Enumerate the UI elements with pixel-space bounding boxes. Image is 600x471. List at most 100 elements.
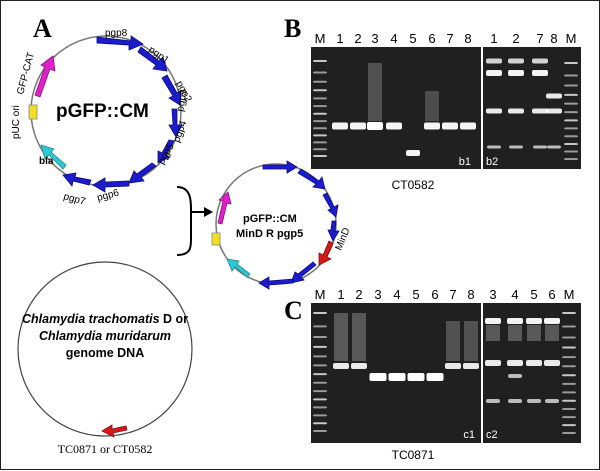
- gene-arrow-pgp4: [157, 139, 175, 164]
- gel-b-caption: CT0582: [392, 178, 435, 192]
- gel-c2-ladder-band: [562, 336, 576, 339]
- genome-text-line2: Chlamydia muridarum: [39, 329, 171, 343]
- recombinant-gene-arrow-1: [262, 160, 298, 174]
- gel-b1-smear: [368, 63, 382, 121]
- gel_c-2-lane-label: M: [564, 287, 575, 302]
- gel-c1-smear: [446, 321, 460, 361]
- gel-b2-band: [532, 70, 548, 76]
- gel_c-2-lane-label: 3: [489, 287, 496, 302]
- gel-c2-band: [526, 318, 542, 324]
- gel-c1-ladder-band: [313, 336, 327, 339]
- gel-b2-ladder-band: [564, 142, 578, 145]
- gel_c-1-lane-label: 7: [449, 287, 456, 302]
- gel-b1-ladder-band: [313, 120, 327, 123]
- recombinant-gene-arrow-6: [258, 276, 294, 290]
- genome-text-line1: Chlamydia trachomatis D or: [22, 312, 188, 326]
- gene-arrow-pgp8: [96, 35, 144, 51]
- gel-b2-ladder-band: [564, 135, 578, 138]
- gel-c1-ladder-band: [313, 422, 327, 425]
- gel-b1-ladder-band: [313, 127, 327, 130]
- panel-label-b: B: [284, 14, 301, 43]
- gel-c2-band: [508, 374, 522, 378]
- gel-b1-ladder-band: [313, 155, 327, 157]
- gel-c2-ladder-band: [562, 365, 576, 368]
- genome-target-arrow: [101, 424, 128, 438]
- label-puc-ori: pUC ori: [11, 105, 22, 139]
- gel-c2-ladder-band: [562, 382, 576, 385]
- gel-c2-band: [527, 399, 541, 403]
- gel_c-2-lane-label: 5: [530, 287, 537, 302]
- gel_c-1-lane-label: 5: [412, 287, 419, 302]
- gel-c2-ladder-band: [562, 374, 576, 377]
- puc-ori-box: [28, 104, 38, 120]
- gel-c2-band: [485, 318, 501, 324]
- gel-c1-ladder-band: [313, 390, 327, 393]
- gel-c2-ladder-band: [562, 432, 576, 434]
- gel-b2-band: [486, 70, 502, 76]
- gel-b1-ladder-band: [313, 97, 327, 100]
- gel-b2-band: [486, 58, 502, 64]
- gel-c2-ladder-band: [562, 399, 576, 402]
- merge-bracket: [176, 186, 211, 256]
- gene-arrow-pgp1: [137, 46, 168, 72]
- genome-text-line3: genome DNA: [66, 346, 144, 360]
- gel-c2-ladder-band: [562, 408, 576, 411]
- gel-c1-band: [463, 363, 479, 369]
- gel-b2-band: [547, 145, 561, 149]
- gel-c1-smear: [464, 321, 478, 361]
- gel-c2-band: [485, 360, 501, 366]
- gel-c2-band: [544, 318, 560, 324]
- gel-c1-ladder-band: [313, 355, 327, 358]
- gel_b-1-lane-label: 5: [409, 31, 416, 46]
- recombinant-subtitle: MinD R pgp5: [236, 228, 303, 240]
- gel-c1-ladder-band: [313, 364, 327, 367]
- gel-b2-band: [546, 108, 562, 114]
- gel-c2-band: [486, 399, 500, 403]
- recombinant-bla-arrow: [226, 258, 251, 278]
- merge-arrowhead: [204, 207, 213, 217]
- gene-arrow-bla: [40, 144, 67, 170]
- plasmid-name: pGFP::CM: [56, 101, 149, 122]
- gel-c2-sublabel: c2: [486, 429, 498, 441]
- gel-c1-sublabel: c1: [463, 429, 475, 441]
- gel_c-2-lane-label: 6: [548, 287, 555, 302]
- gel-c2-ladder-band: [562, 312, 576, 314]
- gel-b1-ladder-band: [313, 148, 327, 151]
- label-pgp8: pgp8: [105, 28, 128, 39]
- gel_b-1-lane-label: 3: [371, 31, 378, 46]
- gel_b-2-lane-label: 7: [536, 31, 543, 46]
- gel-c-caption: TC0871: [392, 448, 435, 462]
- recombinant-name: pGFP::CM: [243, 213, 297, 225]
- gel_c-1-lane-label: 6: [431, 287, 438, 302]
- gel-b1-band: [424, 122, 440, 130]
- gel_b-1-lane-label: 2: [354, 31, 361, 46]
- gel-b2-band: [486, 108, 502, 114]
- gel-b1-ladder-band: [313, 134, 327, 137]
- gel-c1-ladder-band: [313, 325, 327, 328]
- gel-c2-band: [544, 360, 560, 366]
- gel-b1-sublabel: b1: [459, 156, 471, 168]
- gel_b-2-lane-label: M: [566, 31, 577, 46]
- plasmid-map: pgp8 pgp1 pgp2 pgp3 pgp4 pgp5 pgp6 pgp7 …: [11, 28, 194, 208]
- panel-label-c: C: [284, 296, 303, 325]
- gene-arrow-pgp6: [92, 177, 130, 193]
- gel-b2-ladder-band: [564, 93, 578, 96]
- gel_b-1-lane-label: 1: [336, 31, 343, 46]
- gel_b-1-lane-label: M: [315, 31, 326, 46]
- gel-b2-ladder-band: [564, 127, 578, 130]
- gel-b1-ladder-band: [313, 60, 327, 62]
- gel-c1-smear: [352, 313, 366, 361]
- gel-c2-band: [508, 399, 522, 403]
- recombinant-gene-arrow-3: [322, 192, 339, 218]
- gel-b1-ladder-band: [313, 112, 327, 115]
- label-bla: bla: [39, 156, 54, 167]
- gel-c2-band: [545, 399, 559, 403]
- gel-c1-ladder-band: [313, 345, 327, 348]
- gel_c-1-lane-label: 2: [355, 287, 362, 302]
- gel-b1-band: [350, 122, 366, 130]
- label-pgp5: pgp5: [156, 141, 177, 166]
- gel_b-2-lane-label: 2: [512, 31, 519, 46]
- genome-target-label: TC0871 or CT0582: [58, 442, 153, 456]
